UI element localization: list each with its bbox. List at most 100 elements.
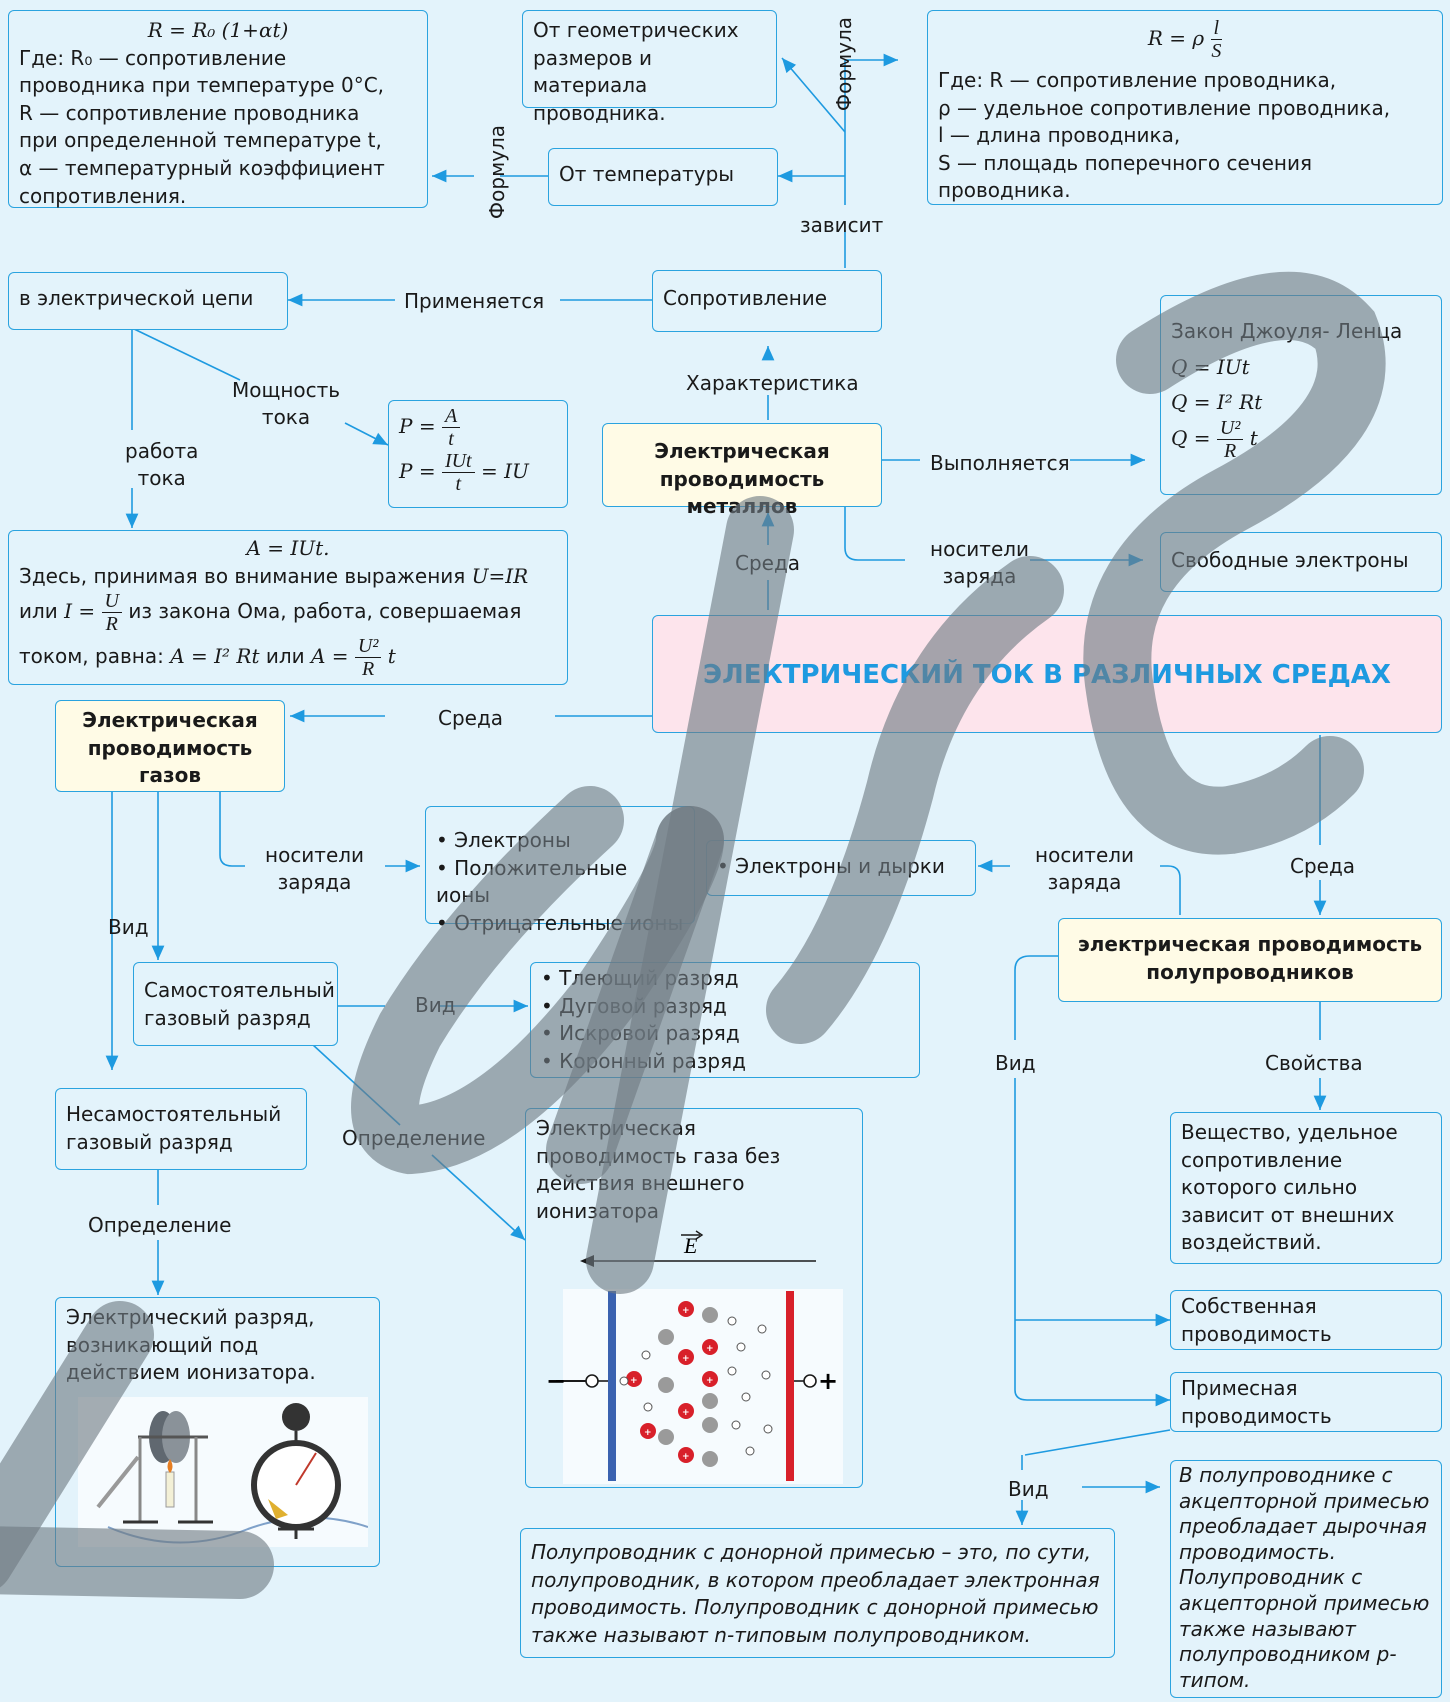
joule-f3-rhs: t	[1249, 425, 1258, 450]
metals-box: Электрическая проводимость металлов	[602, 423, 882, 518]
resistivity-line-3: l — длина проводника,	[938, 123, 1181, 148]
discharge-type-1: • Тлеющий разряд	[541, 966, 739, 990]
resistance-box: Сопротивление	[652, 270, 882, 332]
electrometer-base	[278, 1526, 314, 1539]
power-label: Мощность тока	[232, 377, 340, 431]
nonself-definition-text: Электрический разряд, возникающий под де…	[66, 1305, 316, 1385]
atom-3	[658, 1377, 674, 1394]
main-title-box: ЭЛЕКТРИЧЕСКИЙ ТОК В РАЗЛИЧНЫХ СРЕДАХ	[652, 615, 1442, 733]
ions-group: + + + + + + + +	[619, 1301, 773, 1468]
work-ieq: I =	[64, 599, 96, 624]
joule-f3-den: R	[1223, 439, 1237, 462]
electrometer-ball	[282, 1402, 310, 1431]
work-line-1-text: Здесь, принимая во внимание выражения	[19, 563, 466, 588]
work-f1: A = I² Rt	[170, 644, 260, 669]
ion-sign-1: +	[682, 1306, 690, 1316]
resistivity-num: l	[1210, 17, 1223, 40]
medium-label-metals: Среда	[735, 551, 801, 575]
nonself-discharge-box: Несамостоятельный газовый разряд	[55, 1088, 307, 1170]
joule-formula-2: Q = I² Rt	[1171, 390, 1263, 415]
joule-lenz-box: Закон Джоуля- Ленца Q = IUt Q = I² Rt Q …	[1160, 295, 1442, 495]
joule-formula-1: Q = IUt	[1171, 354, 1250, 379]
gas-carriers-box: • Электроны • Положительные ионы • Отриц…	[425, 806, 695, 935]
carriers-label-semi: носители заряда	[1035, 842, 1134, 896]
donor-box: Полупроводник с донорной примесью – это,…	[520, 1528, 1115, 1658]
plus-sign: +	[818, 1367, 838, 1395]
carriers-semi-line-2: заряда	[1047, 870, 1122, 894]
cathode-plate	[608, 1291, 616, 1482]
ion-signs: + + + + + + + +	[630, 1306, 714, 1462]
carriers-semi-line-1: носители	[1035, 843, 1135, 867]
kind-label-self: Вид	[415, 993, 456, 1017]
resistivity-line-2: ρ — удельное сопротивление проводника,	[938, 95, 1391, 120]
electrometer-needle	[295, 1452, 317, 1486]
resistivity-lhs: R = ρ	[1147, 26, 1205, 50]
power-n1: A	[441, 405, 461, 428]
nonself-definition-box: Электрический разряд, возникающий под де…	[55, 1297, 380, 1567]
ion-sign-2: +	[682, 1354, 690, 1364]
free-electrons-box: Свободные электроны	[1160, 532, 1442, 592]
atom-1	[702, 1307, 718, 1324]
kind-label-impurity: Вид	[1008, 1477, 1049, 1501]
minus-sign: −	[546, 1367, 566, 1395]
semi-definition-box: Вещество, удельное сопротивление которог…	[1170, 1112, 1442, 1264]
semi-carriers-box: • Электроны и дырки	[706, 840, 976, 896]
electron-4	[741, 1392, 751, 1402]
atom-2	[658, 1329, 674, 1346]
gases-box: Электрическая проводимость газов	[55, 700, 285, 792]
definition-label-self: Определение	[342, 1126, 486, 1150]
resistivity-line-1: Где: R — сопротивление проводника,	[938, 68, 1337, 92]
carriers-metals-line-2: заряда	[942, 564, 1017, 588]
atom-7	[702, 1451, 718, 1468]
applied-label: Применяется	[404, 289, 545, 313]
discharge-types-box: • Тлеющий разряд • Дуговой разряд • Искр…	[530, 962, 920, 1078]
electron-11	[761, 1370, 771, 1380]
self-discharge-box: Самостоятельный газовый разряд	[133, 962, 338, 1046]
joule-f3-lhs: Q =	[1171, 425, 1211, 450]
ion-2	[678, 1349, 694, 1366]
power-label-line-2: тока	[261, 405, 311, 429]
geometry-text: От геометрических размеров и материала п…	[533, 18, 739, 125]
ion-sign-7: +	[644, 1428, 652, 1438]
temp-line-1: Где: R₀ — сопротивление	[19, 45, 287, 70]
work-f2-den: R	[362, 658, 375, 681]
atom-6	[658, 1429, 674, 1446]
kind-label-gases: Вид	[108, 915, 149, 939]
work-label-line-1: работа	[125, 439, 199, 463]
acceptor-box: В полупроводнике с акцепторной примесью …	[1170, 1460, 1442, 1698]
power-p1: P =	[399, 414, 436, 438]
power-n2: IUt	[441, 450, 475, 473]
ion-5	[702, 1371, 718, 1388]
temp-line-6: сопротивления.	[19, 183, 187, 208]
field-label: E	[683, 1233, 698, 1258]
electron-10	[757, 1324, 767, 1334]
ion-3	[702, 1339, 718, 1356]
candle	[165, 1471, 175, 1508]
electroscope-illustration	[78, 1396, 368, 1547]
anode-plate	[786, 1291, 794, 1482]
work-un: U	[101, 590, 122, 614]
gas-carrier-3: • Отрицательные ионы	[436, 910, 684, 935]
main-title: ЭЛЕКТРИЧЕСКИЙ ТОК В РАЗЛИЧНЫХ СРЕДАХ	[703, 660, 1391, 690]
medium-label-semi: Среда	[1290, 854, 1356, 878]
temperature-formula: R = R₀ (1+αt)	[147, 18, 289, 42]
work-line-1: Здесь, принимая во внимание выражения U=…	[19, 563, 557, 591]
resistivity-line-5: проводника.	[938, 178, 1071, 203]
ionization-illustration: E − +	[546, 1230, 843, 1485]
electrometer-scale	[268, 1498, 288, 1519]
self-definition-text: Электрическая проводимость газа без дейс…	[536, 1116, 781, 1223]
ion-4	[626, 1371, 642, 1388]
characteristic-label: Характеристика	[686, 371, 859, 395]
work-line-2-text: из закона Ома, работа, совершаемая	[128, 599, 522, 624]
ion-sign-5: +	[706, 1376, 714, 1386]
temp-line-5: α — температурный коэффициент	[19, 155, 385, 180]
formula-label-top: Формула	[832, 16, 857, 112]
temp-line-2: проводника при температуре 0°С,	[19, 73, 385, 98]
medium-label-gases: Среда	[438, 706, 504, 730]
formula-label-left: Формула	[485, 124, 510, 220]
